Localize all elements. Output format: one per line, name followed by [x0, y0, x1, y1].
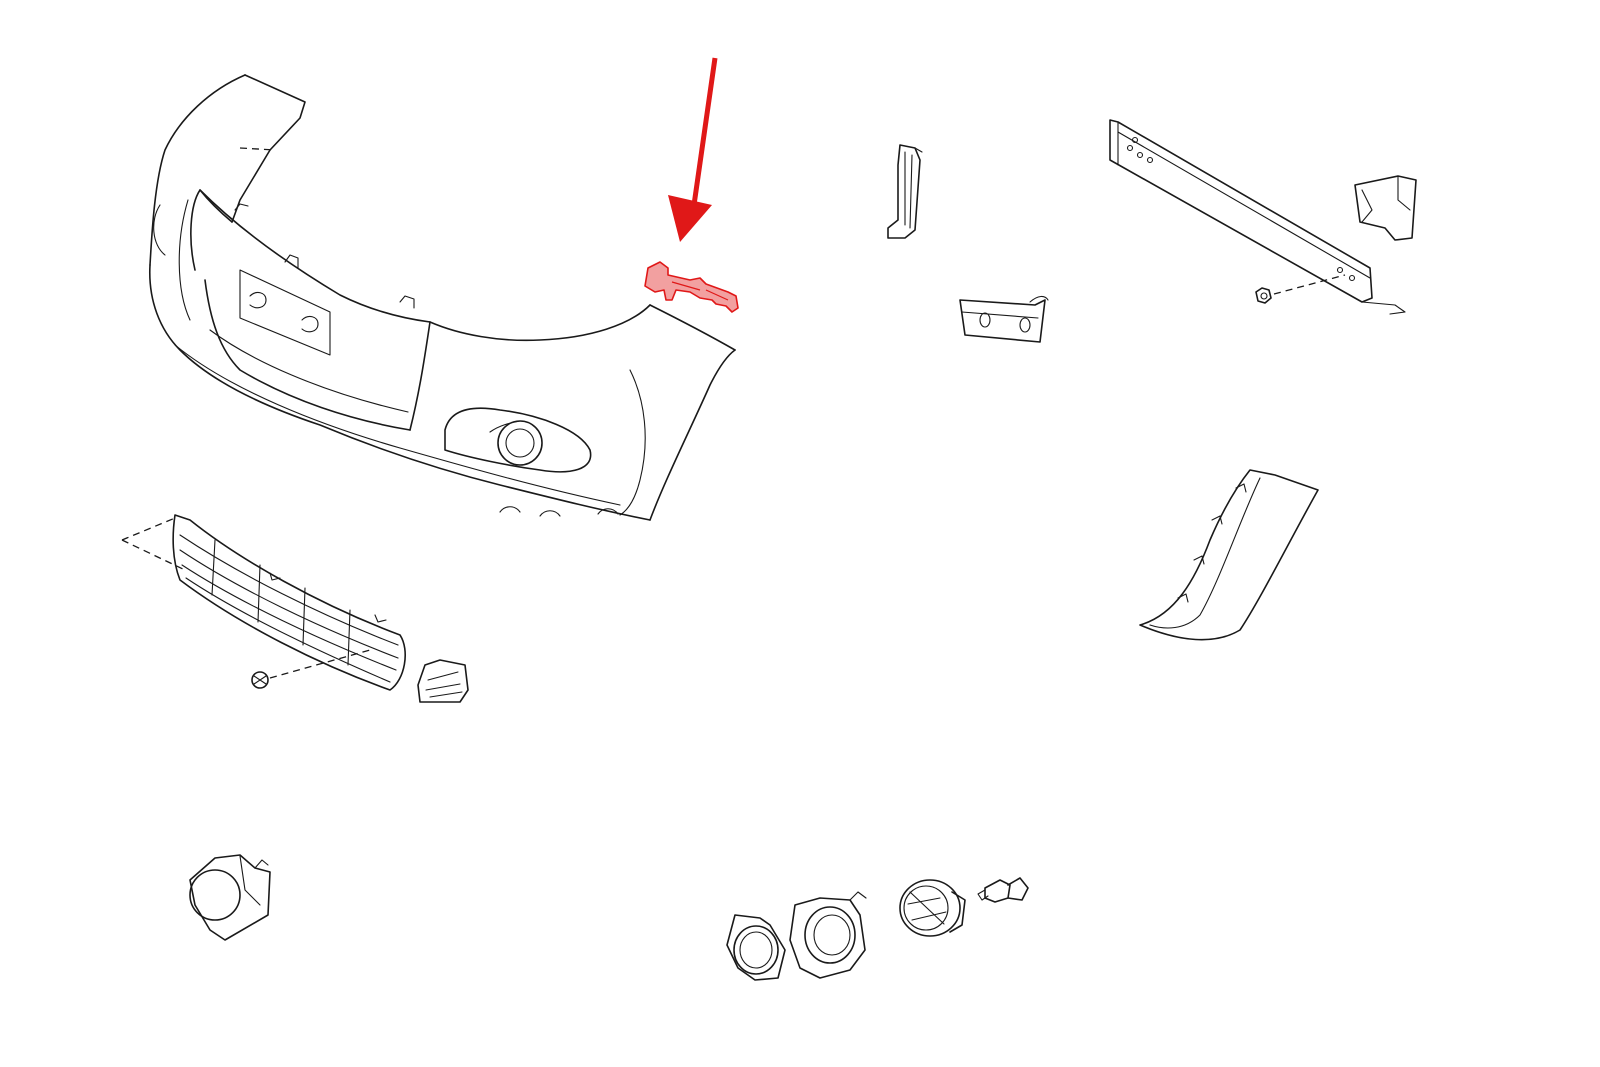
reinforcement-end-bracket[interactable]	[1354, 175, 1417, 241]
front-bumper-cover[interactable]	[149, 74, 736, 521]
grille-side-insert[interactable]	[417, 659, 469, 703]
fog-lamp-bulb[interactable]	[977, 877, 1029, 903]
bumper-reinforcement[interactable]	[1109, 119, 1406, 315]
vertical-bumper-bracket[interactable]	[887, 144, 923, 239]
fog-lamp-housing[interactable]	[789, 891, 867, 979]
fender-flare-extension[interactable]	[1139, 469, 1319, 641]
nut-fastener[interactable]	[1255, 274, 1346, 304]
bumper-retainer-bracket[interactable]	[644, 261, 739, 313]
indicator-arrow	[668, 57, 718, 242]
mounting-plate[interactable]	[959, 295, 1049, 343]
screw-fastener[interactable]	[251, 649, 371, 689]
fog-lamp-assembly[interactable]	[899, 879, 966, 937]
fog-lamp-bezel[interactable]	[726, 914, 786, 981]
fog-lamp-left[interactable]	[189, 854, 271, 941]
lower-grille[interactable]	[121, 514, 406, 691]
